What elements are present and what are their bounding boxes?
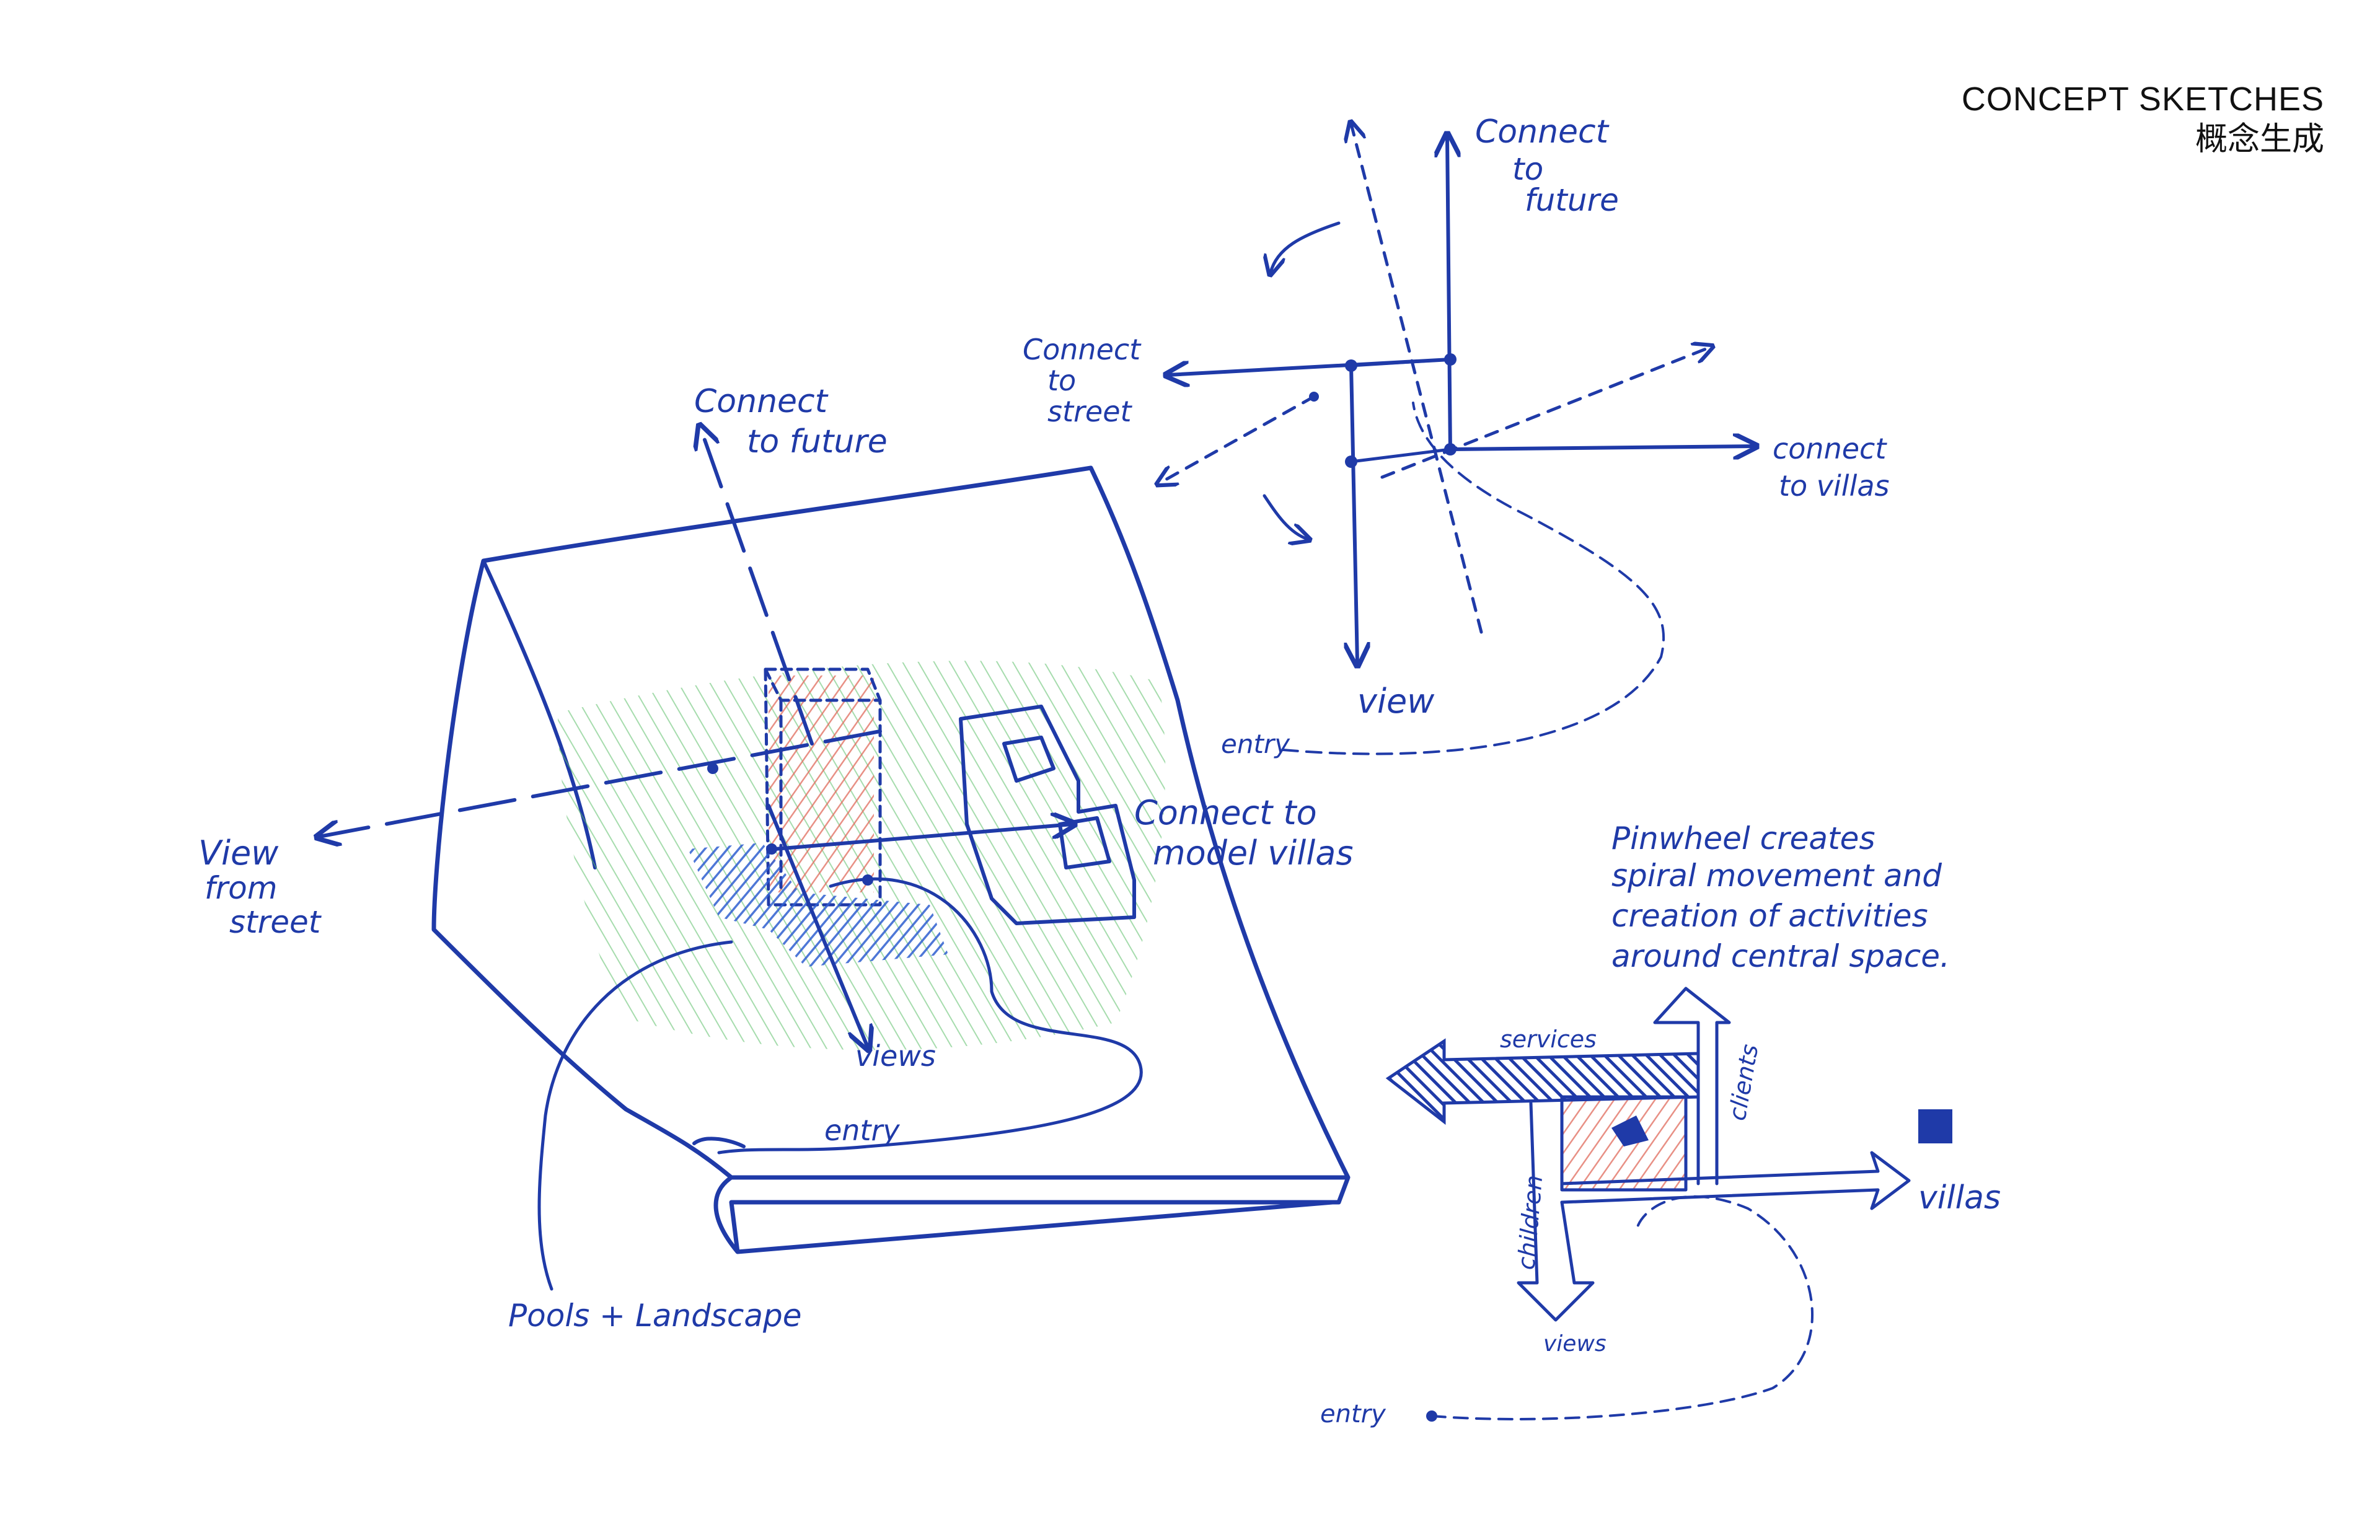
- label-views-a: views: [855, 1039, 936, 1073]
- villas-arrow: [1560, 1151, 1911, 1210]
- label-children: children: [1512, 1174, 1548, 1271]
- clients-arrow: [1653, 987, 1731, 1186]
- model-villas-block: [959, 705, 1136, 925]
- page-title: CONCEPT SKETCHES 概念生成: [1962, 79, 2324, 160]
- label-services: services: [1500, 1026, 1597, 1053]
- page-title-en: CONCEPT SKETCHES: [1961, 81, 2324, 118]
- label-entry-b: entry: [1221, 729, 1290, 759]
- page-title-zh: 概念生成: [2195, 121, 2324, 158]
- label-pools-landscape: Pools + Landscape: [508, 1298, 802, 1334]
- tower-red-hatch: [769, 675, 874, 892]
- sketch-c-pinwheel: Pinwheel creates spiral movement and cre…: [1320, 821, 2001, 1428]
- label-entry-a: entry: [824, 1114, 900, 1147]
- label-view-from-street-line2: from: [205, 870, 277, 906]
- label-connect-to-future-b-line1: Connect: [1475, 113, 1610, 151]
- services-arrow: [1385, 1038, 1700, 1125]
- label-connect-to-future-b-line2: to: [1512, 151, 1543, 187]
- label-view-from-street-line3: street: [229, 904, 322, 940]
- label-connect-to-model-villas-line2: model villas: [1153, 834, 1354, 873]
- label-connect-to-street-line1: Connect: [1023, 333, 1142, 366]
- label-connect-to-street-line2: to: [1047, 364, 1076, 397]
- sketch-a-site-perspective: Connect to future View from street Conne…: [198, 383, 1354, 1334]
- label-view-b: view: [1357, 682, 1435, 721]
- label-view-from-street-line1: View: [198, 834, 279, 873]
- pinwheel-note-line4: around central space.: [1611, 938, 1950, 974]
- sketch-b-axis-diagram: Connect to future Connect to street conn…: [1023, 113, 1890, 759]
- villa-block-icon: [1918, 1109, 1952, 1143]
- label-connect-to-street-line3: street: [1047, 395, 1133, 428]
- label-clients: clients: [1724, 1042, 1764, 1123]
- label-connect-to-model-villas-line1: Connect to: [1134, 793, 1317, 832]
- site-plane-outline: [431, 465, 1351, 1254]
- label-connect-to-future-a-line2: to future: [747, 423, 888, 460]
- pinwheel-note-line3: creation of activities: [1611, 898, 1928, 934]
- pinwheel-note-line1: Pinwheel creates: [1611, 821, 1875, 856]
- label-villas: villas: [1918, 1179, 2001, 1217]
- pool-blue-hatch: [688, 843, 948, 967]
- pinwheel-note-line2: spiral movement and: [1611, 858, 1942, 894]
- label-connect-to-villas-line1: connect: [1773, 432, 1887, 465]
- label-connect-to-villas-line2: to villas: [1779, 469, 1890, 503]
- children-arrow: [1517, 1101, 1595, 1322]
- label-connect-to-future-b-line3: future: [1525, 182, 1619, 218]
- label-entry-c: entry: [1320, 1400, 1386, 1428]
- label-views-c: views: [1543, 1331, 1606, 1357]
- label-connect-to-future-a-line1: Connect: [694, 383, 829, 420]
